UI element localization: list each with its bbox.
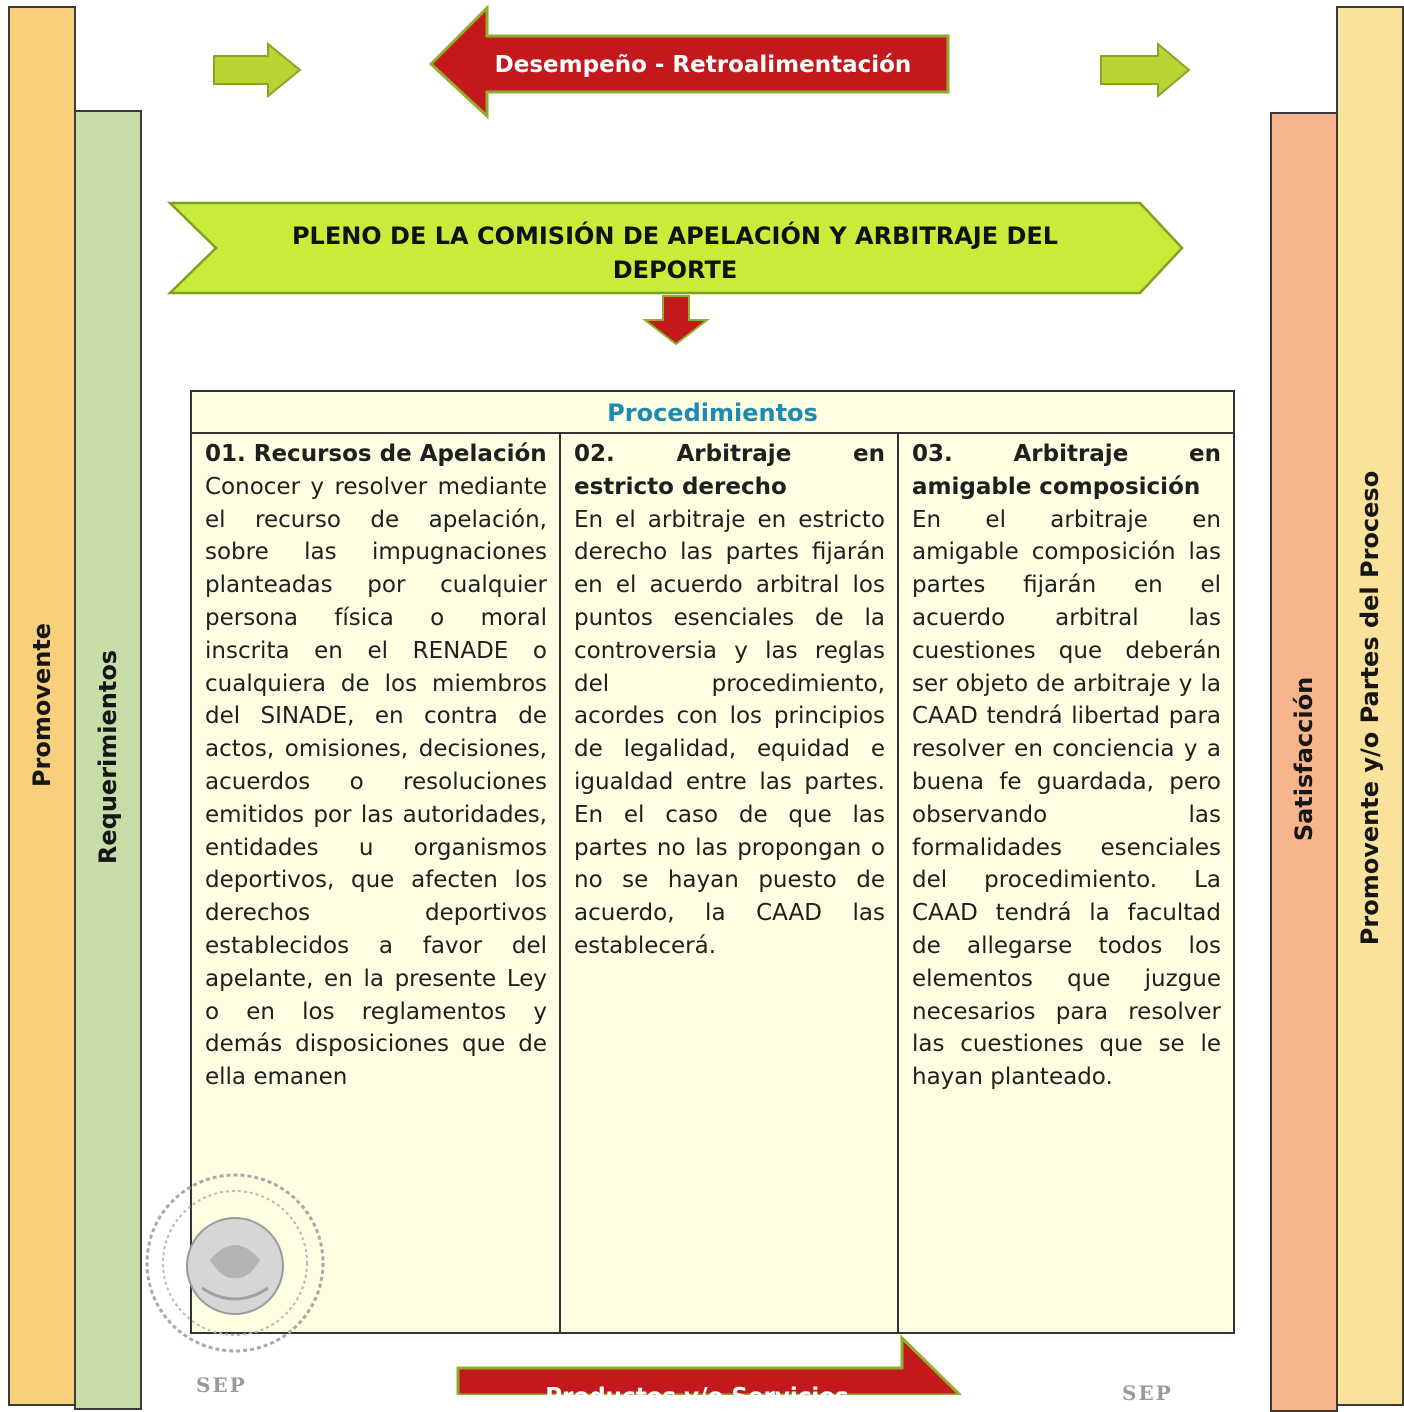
right-arrow-icon [456,1334,963,1395]
procedures-columns: 01. Recursos de Apelación Conocer y reso… [192,434,1233,1332]
procedure-column-03: 03. Arbitraje en amigable composición En… [897,434,1233,1332]
procedure-text: En el arbitraje en amigable composición … [912,506,1221,1091]
pleno-title: PLENO DE LA COMISIÓN DE APELACIÓN Y ARBI… [291,222,1059,284]
down-arrow-icon [642,295,710,346]
sep-mark: SEP [196,1373,247,1397]
products-arrow-label: Productos y/o Servicios [545,1384,849,1410]
right-arrow-icon [1100,41,1191,99]
procedures-header: Procedimientos [192,392,1233,434]
left-arrow-icon [428,4,950,120]
procedure-title: 02. Arbitraje en estricto derecho [574,441,885,500]
procedure-text: Conocer y resolver mediante el recurso d… [205,473,547,1091]
procedure-title: 03. Arbitraje en amigable composición [912,441,1221,500]
sep-mark: SEP [1122,1381,1173,1405]
band-requerimientos [74,110,142,1410]
band-promovente-partes [1336,6,1404,1406]
procedures-table: Procedimientos 01. Recursos de Apelación… [190,390,1235,1334]
procedure-column-02: 02. Arbitraje en estricto derecho En el … [559,434,897,1332]
right-arrow-icon [213,41,302,99]
procedure-text: En el arbitraje en estricto derecho las … [574,506,885,959]
procedure-title: 01. Recursos de Apelación [205,441,547,467]
official-seal-icon [145,1173,325,1353]
chevron-banner-shape [166,201,1184,295]
procedure-column-01: 01. Recursos de Apelación Conocer y reso… [192,434,559,1332]
feedback-arrow-label: Desempeño - Retroalimentación [494,52,912,78]
band-promovente [8,6,76,1406]
